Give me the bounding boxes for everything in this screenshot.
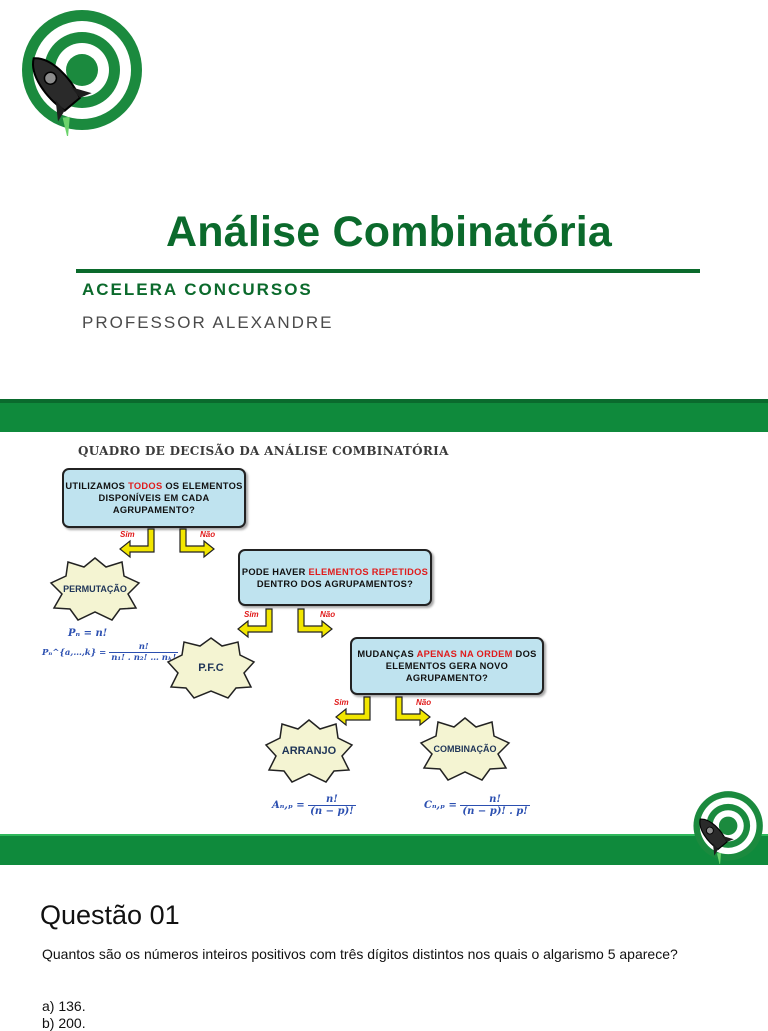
decision-arrows-1 — [119, 528, 215, 559]
question-box-all-elements: UTILIZAMOS TODOS OS ELEMENTOS DISPONÍVEI… — [62, 468, 246, 528]
result-arrangement: ARRANJO — [264, 718, 354, 784]
no-label-1: Não — [200, 530, 216, 539]
question-box-order-only: MUDANÇAS APENAS NA ORDEM DOS ELEMENTOS G… — [350, 637, 544, 695]
green-band-bottom — [0, 834, 768, 865]
page-title: Análise Combinatória — [165, 208, 613, 256]
formula-combination: Cₙ,ₚ = n!(n − p)! . p! — [424, 794, 530, 817]
no-label-2: Não — [320, 610, 336, 619]
no-label-3: Não — [416, 698, 432, 707]
rocket-target-logo — [22, 10, 142, 136]
decision-arrows-2 — [237, 608, 333, 639]
question-title: Questão 01 — [40, 900, 180, 930]
yes-label-1: Sim — [120, 530, 135, 539]
formula-arrangement: Aₙ,ₚ = n!(n − p)! — [272, 794, 356, 817]
green-band-top — [0, 399, 768, 432]
decision-chart-title: QUADRO DE DECISÃO DA ANÁLISE COMBINATÓRI… — [78, 444, 449, 458]
question-text: Quantos são os números inteiros positivo… — [42, 946, 678, 962]
yes-label-3: Sim — [334, 698, 349, 707]
course-name: ACELERA CONCURSOS — [82, 280, 313, 299]
answer-option-b[interactable]: b) 200. — [42, 1015, 86, 1031]
answer-option-a[interactable]: a) 136. — [42, 998, 86, 1014]
result-permutation: PERMUTAÇÃO — [48, 556, 142, 622]
author-name: PROFESSOR ALEXANDRE — [82, 313, 334, 332]
title-divider — [76, 269, 700, 273]
result-combination: COMBINAÇÃO — [418, 716, 512, 782]
decision-arrows-3 — [335, 696, 431, 727]
formula-permutation: Pₙ = n! — [68, 628, 108, 639]
green-band-top-edge — [0, 399, 768, 403]
green-band-bottom-edge — [0, 834, 768, 836]
formula-permutation-repetition: Pₙ^{a,…,k} = n!n₁! . n₂! … nₖ! — [42, 642, 179, 663]
yes-label-2: Sim — [244, 610, 259, 619]
question-box-repeated-elements: PODE HAVER ELEMENTOS REPETIDOS DENTRO DO… — [238, 549, 432, 606]
result-pfc: P.F.C — [166, 636, 256, 700]
rocket-target-logo-small — [693, 791, 763, 864]
